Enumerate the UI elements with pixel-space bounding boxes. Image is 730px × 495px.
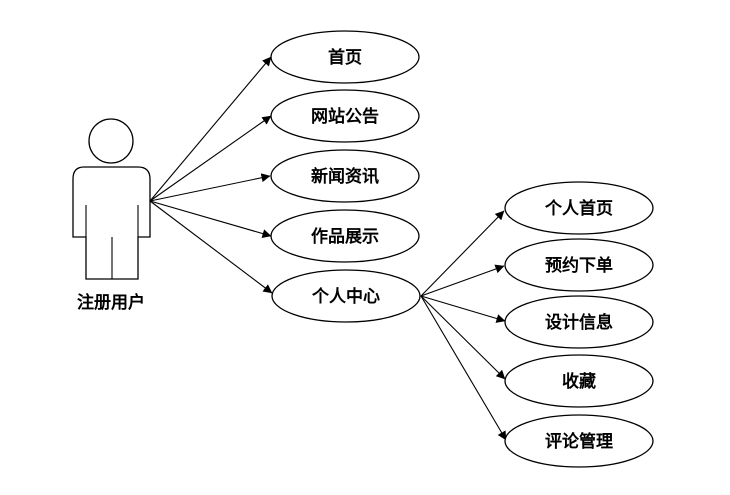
edge-to-favorites (420, 295, 506, 380)
use-case-comment-management: 评论管理 (504, 414, 654, 468)
actor-label: 注册用户 (77, 292, 145, 313)
use-case-news: 新闻资讯 (270, 149, 420, 203)
use-case-news-label: 新闻资讯 (311, 166, 379, 187)
edge-to-personal-center (149, 200, 273, 294)
use-case-home-label: 首页 (328, 47, 362, 68)
use-case-booking-label: 预约下单 (545, 255, 613, 276)
use-case-personal-center-label: 个人中心 (311, 286, 380, 307)
actor-head (88, 118, 134, 164)
edge-to-home (149, 56, 272, 202)
edge-to-works (149, 200, 272, 238)
use-case-favorites: 收藏 (504, 354, 654, 408)
use-case-home: 首页 (270, 30, 420, 84)
use-case-personal-center: 个人中心 (271, 269, 421, 323)
edge-to-comment-management (420, 295, 507, 441)
use-case-design-info-label: 设计信息 (545, 312, 613, 333)
personal-center-edges (420, 210, 507, 441)
use-case-design-info: 设计信息 (504, 295, 654, 349)
use-case-announcements-label: 网站公告 (311, 106, 379, 127)
actor-body (72, 166, 151, 280)
use-case-works-label: 作品展示 (311, 226, 379, 247)
use-case-personal-home-label: 个人首页 (544, 198, 613, 219)
use-case-booking: 预约下单 (504, 238, 654, 292)
edge-to-personal-home (420, 210, 505, 297)
edge-to-design-info (420, 295, 506, 323)
edge-to-booking (420, 264, 505, 297)
use-case-announcements: 网站公告 (270, 89, 420, 143)
actor-edges (149, 56, 273, 294)
use-case-personal-home: 个人首页 (504, 181, 654, 235)
actor-registered-user: 注册用户 (72, 118, 151, 313)
use-case-favorites-label: 收藏 (562, 371, 596, 392)
edge-to-announcements (149, 115, 272, 202)
use-case-works: 作品展示 (270, 209, 420, 263)
use-case-comment-management-label: 评论管理 (545, 431, 613, 452)
edge-to-news (149, 173, 271, 202)
